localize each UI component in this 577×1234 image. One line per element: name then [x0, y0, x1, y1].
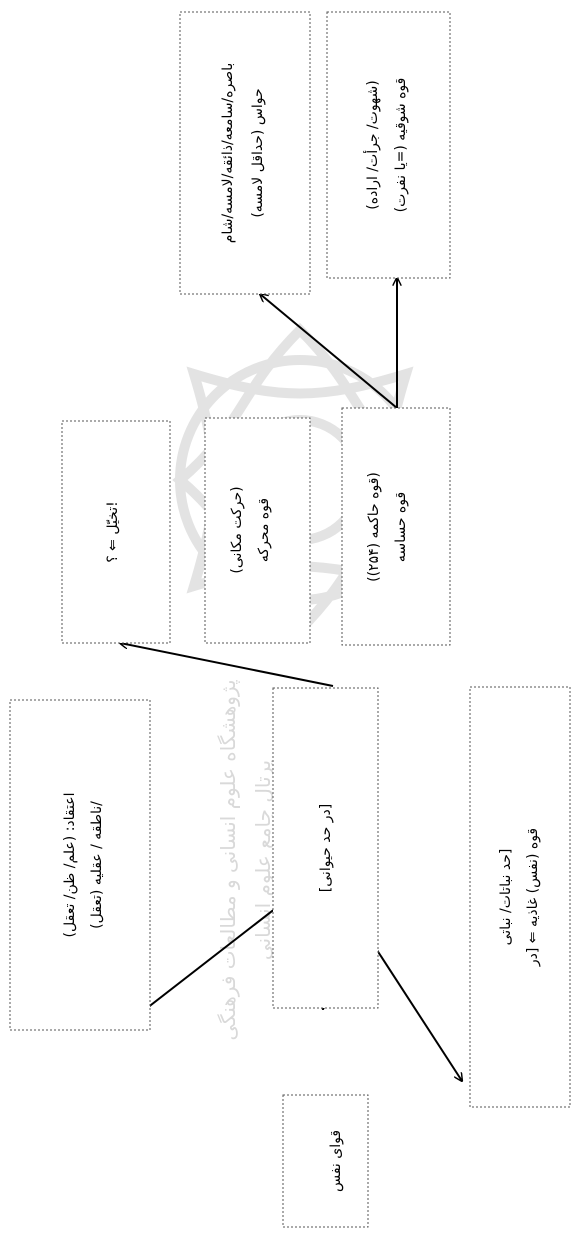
- svg-text:(قوه حاکمه (۲۵۴)): (قوه حاکمه (۲۵۴)): [366, 472, 382, 582]
- svg-text:قوای نفس: قوای نفس: [328, 1130, 344, 1192]
- svg-text:ناطقه / عقلیه (تعقل)/: ناطقه / عقلیه (تعقل)/: [89, 801, 105, 929]
- svg-text:حواس (حداقل لامسه): حواس (حداقل لامسه): [250, 88, 266, 217]
- svg-text:(حرکت مکانی): (حرکت مکانی): [229, 486, 245, 573]
- node-root: قوای نفس: [282, 1094, 369, 1228]
- svg-text:(شهوت/ جرأت/ اراده): (شهوت/ جرأت/ اراده): [363, 80, 381, 209]
- svg-text:حد نباتات/ نباتی]: حد نباتات/ نباتی]: [498, 849, 514, 946]
- node-hassase: قوه حساسه (قوه حاکمه (۲۵۴)): [341, 407, 451, 646]
- svg-text:تخیّل ⇐ ؟!: تخیّل ⇐ ؟!: [105, 501, 121, 562]
- svg-text:قوه حساسه: قوه حساسه: [393, 492, 409, 562]
- arrow-hassase-to-havas: [260, 294, 398, 409]
- node-nateqe: ناطقه / عقلیه (تعقل)/ اعتقاد: (علم/ ظن/ …: [9, 699, 151, 1031]
- node-nabati: قوه (نفس) غاذیه ⇐ [در حد نباتات/ نباتی]: [469, 686, 571, 1108]
- svg-text:باصره/سامعه/ذائقه/لامسه/شام: باصره/سامعه/ذائقه/لامسه/شام: [220, 63, 236, 243]
- node-moharreke: قوه محرکه (حرکت مکانی): [204, 417, 311, 644]
- svg-text:پژوهشگاه علوم انسانی و مطالعات: پژوهشگاه علوم انسانی و مطالعات فرهنگی: [216, 679, 241, 1040]
- node-heyvani: [در حد حیوانی]: [272, 687, 379, 1009]
- node-havas: حواس (حداقل لامسه) باصره/سامعه/ذائقه/لام…: [179, 11, 311, 295]
- svg-text:قوه شوقیه (=یا نفرت): قوه شوقیه (=یا نفرت): [393, 78, 409, 213]
- svg-text:قوه (نفس) غاذیه ⇐ [در: قوه (نفس) غاذیه ⇐ [در: [525, 828, 541, 967]
- watermark-text: پژوهشگاه علوم انسانی و مطالعات فرهنگی پر…: [216, 679, 276, 1040]
- svg-text:[در حد حیوانی]: [در حد حیوانی]: [318, 804, 334, 892]
- svg-text:اعتقاد: (علم/ ظن/ تعقل): اعتقاد: (علم/ ظن/ تعقل): [62, 793, 78, 938]
- node-takhayyol: تخیّل ⇐ ؟!: [61, 420, 171, 644]
- svg-text:پرتال جامع علوم انسانی: پرتال جامع علوم انسانی: [251, 760, 276, 960]
- node-shouqie: قوه شوقیه (=یا نفرت) (شهوت/ جرأت/ اراده): [326, 11, 451, 279]
- arrow-heyvani-to-takhayyol: [120, 643, 334, 687]
- svg-text:قوه محرکه: قوه محرکه: [256, 498, 272, 562]
